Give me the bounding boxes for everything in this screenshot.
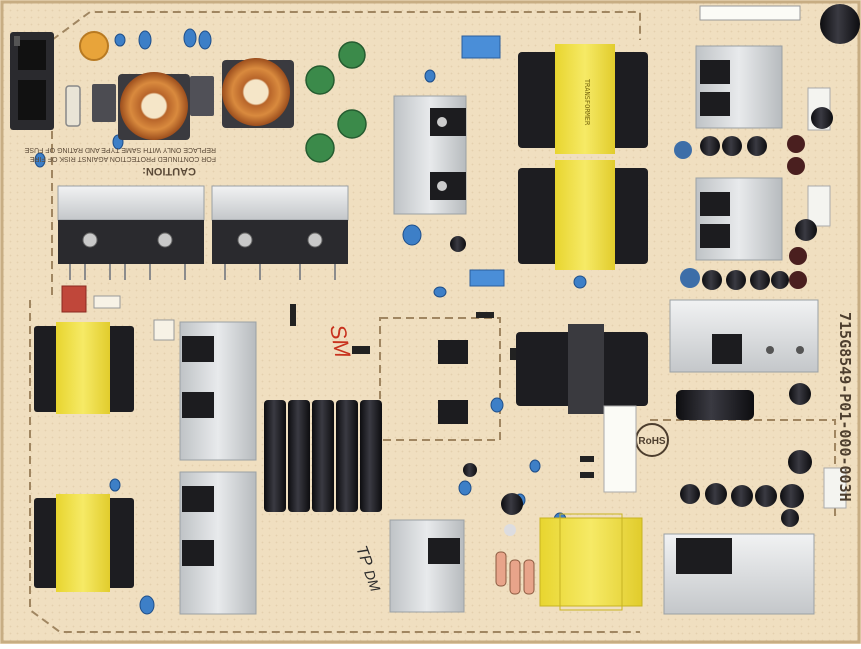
pfc-heatsink-lower — [179, 471, 257, 615]
electrolytic-capacitor — [820, 4, 860, 44]
ac-input-connector — [10, 32, 54, 130]
axial-resistors — [495, 551, 535, 595]
fuse-cap — [79, 31, 109, 61]
x-capacitor — [190, 76, 214, 116]
small-electrolytic-capacitors — [450, 107, 833, 536]
pfc-heatsink-upper — [179, 321, 257, 461]
bulk-capacitor-horizontal — [676, 390, 754, 420]
standby-transformer-1 — [34, 322, 134, 414]
output-connector — [823, 467, 847, 509]
output-heatsink-bottom — [663, 533, 815, 615]
llc-heatsink — [389, 519, 465, 613]
svg-text:TRANSFORMER: TRANSFORMER — [583, 79, 591, 126]
x-capacitor — [92, 84, 116, 122]
mosfet — [438, 400, 468, 424]
small-diodes — [290, 304, 594, 478]
main-transformer-1: TRANSFORMER — [518, 44, 648, 154]
film-capacitor — [469, 269, 505, 287]
bridge-leads — [69, 264, 336, 280]
white-resistor — [153, 319, 175, 341]
svg-text:CAUTION:: CAUTION: — [142, 165, 196, 177]
main-transformer-2 — [518, 160, 648, 270]
handwritten-mark-sm: SM — [325, 323, 355, 361]
film-capacitor — [461, 35, 501, 59]
svg-text:FOR CONTINUED PROTECTION AGAIN: FOR CONTINUED PROTECTION AGAINST RISK OF… — [30, 155, 216, 162]
output-connector — [807, 185, 831, 227]
output-heatsink-right-middle — [669, 299, 819, 373]
standby-transformer-2 — [34, 494, 134, 592]
bridge-heatsink-left — [57, 185, 205, 264]
common-mode-choke — [222, 58, 294, 128]
barcode-sticker — [699, 5, 801, 21]
bulk-capacitor-bank — [264, 400, 382, 512]
green-varistors — [305, 41, 367, 163]
svg-text:RoHS: RoHS — [638, 436, 666, 447]
mosfet — [438, 340, 468, 364]
common-mode-choke — [118, 72, 190, 140]
pfc-inductor — [516, 324, 648, 414]
output-heatsink-top — [695, 45, 783, 129]
handwritten-mark-tp: TP — [352, 544, 375, 569]
red-film-capacitor — [61, 285, 87, 313]
handwritten-mark-dm: DM — [361, 568, 384, 594]
output-heatsink-middle — [695, 177, 783, 261]
output-transformer-bottom — [539, 513, 643, 611]
bridge-heatsink-right — [211, 185, 349, 264]
caution-label: CAUTION: FOR CONTINUED PROTECTION AGAINS… — [24, 146, 216, 177]
white-resistor — [93, 295, 121, 309]
svg-text:REPLACE ONLY WITH SAME TYPE AN: REPLACE ONLY WITH SAME TYPE AND RATING O… — [24, 146, 216, 153]
mosfet-heatsink-center-top — [393, 95, 467, 215]
part-number-silkscreen: 715G8549-P01-000-003H — [836, 312, 854, 502]
glass-fuse — [65, 85, 81, 127]
label-sticker — [603, 405, 637, 493]
